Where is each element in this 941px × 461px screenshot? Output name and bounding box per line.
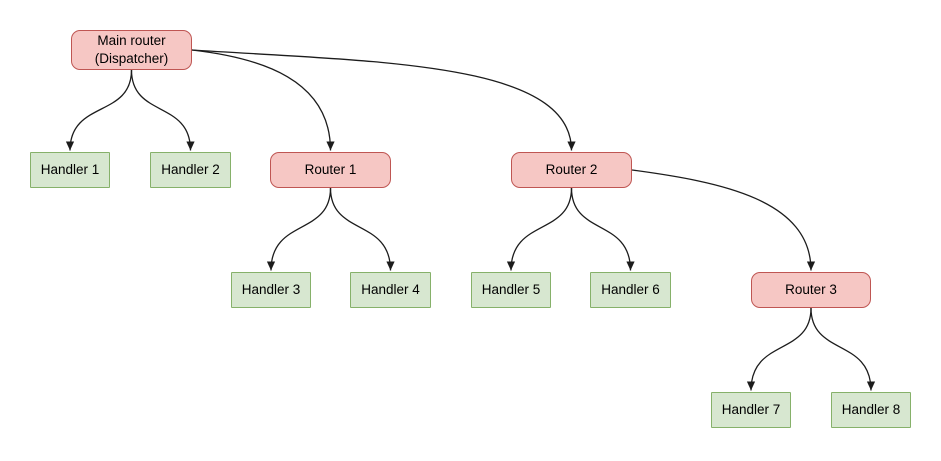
- edge-main-router-to-router-2: [191, 49, 576, 151]
- edge-router-2-to-handler-6: [570, 187, 635, 271]
- node-handler-3-label: Handler 3: [241, 282, 301, 298]
- node-handler-7: Handler 7: [711, 392, 791, 428]
- node-handler-2: Handler 2: [150, 152, 231, 188]
- node-router-2: Router 2: [511, 152, 632, 188]
- node-handler-6: Handler 6: [590, 272, 671, 308]
- edge-main-router-to-router-1: [191, 49, 335, 151]
- node-router-3-label: Router 3: [785, 282, 837, 298]
- node-handler-6-label: Handler 6: [601, 282, 660, 298]
- node-handler-8: Handler 8: [831, 392, 911, 428]
- node-handler-1-label: Handler 1: [40, 162, 100, 178]
- node-router-1: Router 1: [270, 152, 391, 188]
- node-handler-5-label: Handler 5: [481, 282, 541, 298]
- node-handler-1: Handler 1: [30, 152, 110, 188]
- edge-router-2-to-router-3: [631, 169, 816, 271]
- node-handler-5: Handler 5: [471, 272, 551, 308]
- node-router-2-label: Router 2: [545, 162, 598, 178]
- node-main-router-label-line1: Main router: [97, 33, 166, 49]
- edge-router-3-to-handler-7: [746, 307, 812, 391]
- edge-router-3-to-handler-8: [810, 307, 876, 391]
- node-handler-4: Handler 4: [350, 272, 431, 308]
- node-handler-8-label: Handler 8: [841, 402, 901, 418]
- node-handler-7-label: Handler 7: [721, 402, 781, 418]
- edge-main-router-to-handler-1: [65, 69, 133, 151]
- edge-router-1-to-handler-3: [266, 187, 332, 271]
- edge-router-2-to-handler-5: [506, 187, 573, 271]
- node-handler-2-label: Handler 2: [161, 162, 220, 178]
- node-router-3: Router 3: [751, 272, 871, 308]
- node-router-1-label: Router 1: [304, 162, 357, 178]
- node-main-router-label-line2: (Dispatcher): [94, 51, 169, 66]
- node-main-router: Main router (Dispatcher): [71, 30, 192, 70]
- edge-main-router-to-handler-2: [130, 69, 195, 151]
- node-handler-3: Handler 3: [231, 272, 311, 308]
- node-handler-4-label: Handler 4: [361, 282, 420, 298]
- edge-router-1-to-handler-4: [329, 187, 395, 271]
